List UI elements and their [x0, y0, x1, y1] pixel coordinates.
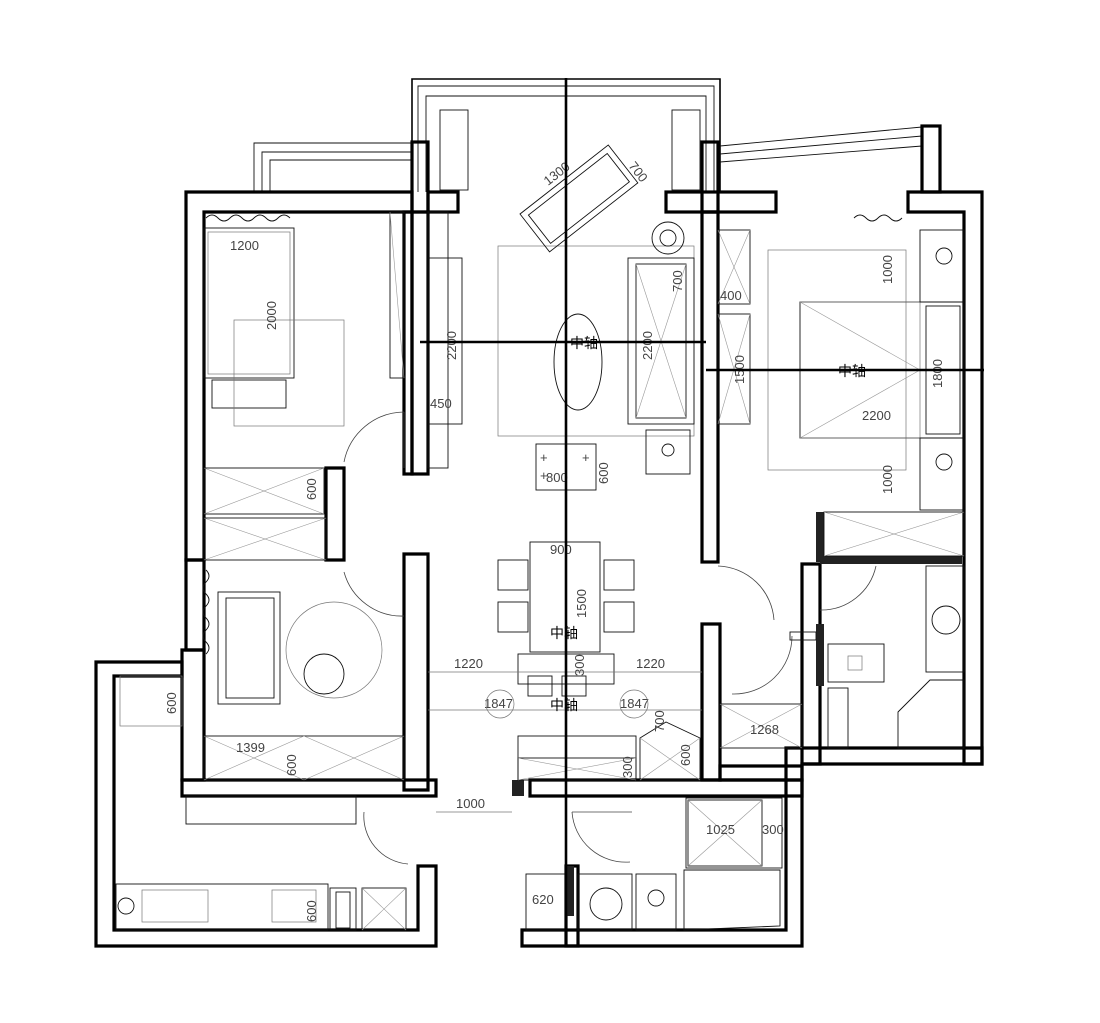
svg-text:450: 450	[430, 396, 452, 411]
svg-text:400: 400	[720, 288, 742, 303]
svg-text:1399: 1399	[236, 740, 265, 755]
svg-text:300: 300	[572, 654, 587, 676]
svg-text:1847: 1847	[484, 696, 513, 711]
svg-text:+: +	[582, 450, 590, 465]
svg-text:700: 700	[670, 270, 685, 292]
wardrobe-600	[203, 467, 325, 515]
bed-single	[203, 227, 295, 379]
svg-text:300: 300	[762, 822, 784, 837]
lounge-chair	[519, 144, 639, 253]
living-room: 2200 450 1300 700 700 2200 800 600 ++ +	[427, 109, 701, 491]
svg-text:1500: 1500	[574, 589, 589, 618]
wardrobe	[389, 211, 405, 379]
svg-text:2200: 2200	[862, 408, 891, 423]
study: 1399 600	[202, 569, 405, 781]
axis-label: 中轴	[550, 698, 578, 714]
kitchen: 600 600	[115, 675, 409, 931]
svg-text:2200: 2200	[640, 331, 655, 360]
washer	[577, 873, 633, 931]
svg-text:600: 600	[304, 900, 319, 922]
axis-label: 中轴	[570, 336, 598, 352]
wardrobe-right	[823, 511, 965, 557]
sofa-bed	[217, 591, 281, 705]
utility: 1025 300 620	[525, 797, 784, 931]
svg-text:600: 600	[596, 462, 611, 484]
svg-text:2000: 2000	[264, 301, 279, 330]
bathrooms: 1268	[719, 565, 965, 749]
svg-text:300: 300	[620, 756, 635, 778]
svg-text:600: 600	[164, 692, 179, 714]
svg-text:1800: 1800	[930, 359, 945, 388]
svg-text:900: 900	[550, 542, 572, 557]
round-table	[303, 653, 345, 695]
svg-text:2200: 2200	[444, 331, 459, 360]
svg-text:1000: 1000	[880, 465, 895, 494]
svg-text:600: 600	[678, 744, 693, 766]
svg-text:1200: 1200	[230, 238, 259, 253]
axis-label: 中轴	[550, 626, 578, 642]
svg-text:1220: 1220	[454, 656, 483, 671]
nightstand	[919, 229, 965, 303]
desk	[203, 735, 405, 781]
side-table	[645, 429, 691, 475]
hatched-walls	[512, 512, 962, 916]
walls	[94, 78, 984, 948]
svg-text:+: +	[540, 468, 548, 483]
svg-text:800: 800	[546, 470, 568, 485]
coffee-table	[553, 313, 603, 411]
svg-text:1268: 1268	[750, 722, 779, 737]
svg-text:600: 600	[304, 478, 319, 500]
svg-text:1000: 1000	[456, 796, 485, 811]
svg-text:600: 600	[284, 754, 299, 776]
svg-text:1025: 1025	[706, 822, 735, 837]
bedroom-1: 1200 2000 600	[203, 211, 405, 561]
svg-text:+: +	[540, 450, 548, 465]
svg-text:620: 620	[532, 892, 554, 907]
svg-text:700: 700	[652, 710, 667, 732]
svg-text:700: 700	[626, 159, 651, 185]
axis-label: 中轴	[838, 364, 866, 380]
svg-text:1000: 1000	[880, 255, 895, 284]
axes: 中轴 中轴 中轴 中轴	[420, 78, 984, 940]
toilet	[827, 643, 885, 683]
counter	[115, 883, 329, 931]
svg-text:1847: 1847	[620, 696, 649, 711]
floor-lamp	[651, 221, 685, 255]
svg-text:1220: 1220	[636, 656, 665, 671]
